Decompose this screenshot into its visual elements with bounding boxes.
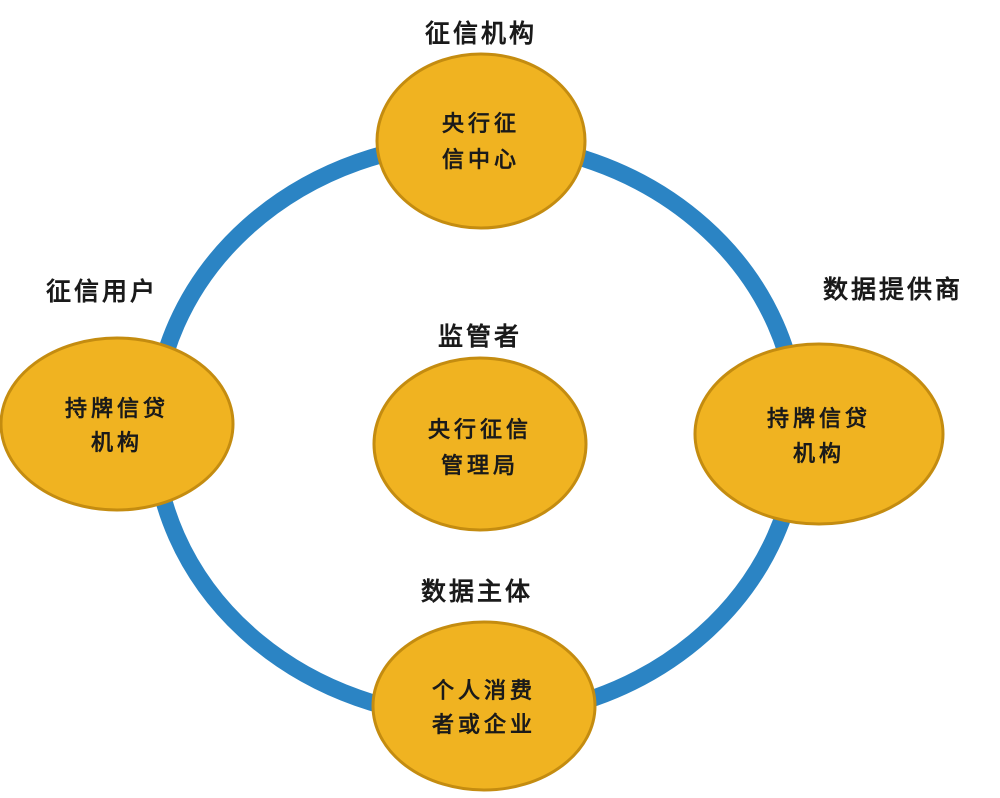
node-right-line2: 机构 <box>793 441 845 467</box>
node-left-circle <box>0 336 235 512</box>
node-right-circle <box>693 342 945 526</box>
node-right: 持牌信贷 机构 <box>693 342 945 526</box>
node-left: 持牌信贷 机构 <box>0 336 235 512</box>
label-right: 数据提供商 <box>823 275 963 304</box>
node-top-circle <box>375 52 587 230</box>
label-bottom: 数据主体 <box>421 577 533 606</box>
node-bottom-line2: 者或企业 <box>431 712 536 738</box>
node-center: 央行征信 管理局 <box>372 356 588 532</box>
node-top-line2: 信中心 <box>442 147 520 173</box>
node-right-line1: 持牌信贷 <box>767 406 871 432</box>
node-left-line2: 机构 <box>91 430 143 456</box>
node-top: 央行征 信中心 <box>375 52 587 230</box>
node-bottom-circle <box>371 620 597 792</box>
node-bottom-line1: 个人消费 <box>432 679 536 704</box>
node-center-line1: 央行征信 <box>428 417 532 443</box>
node-center-line2: 管理局 <box>441 453 519 479</box>
node-bottom: 个人消费 者或企业 <box>371 620 597 792</box>
node-top-line1: 央行征 <box>442 111 520 137</box>
label-left: 征信用户 <box>46 277 158 306</box>
node-center-circle <box>372 356 588 532</box>
node-left-line1: 持牌信贷 <box>65 396 169 422</box>
label-top: 征信机构 <box>425 19 537 48</box>
label-center: 监管者 <box>438 322 522 351</box>
